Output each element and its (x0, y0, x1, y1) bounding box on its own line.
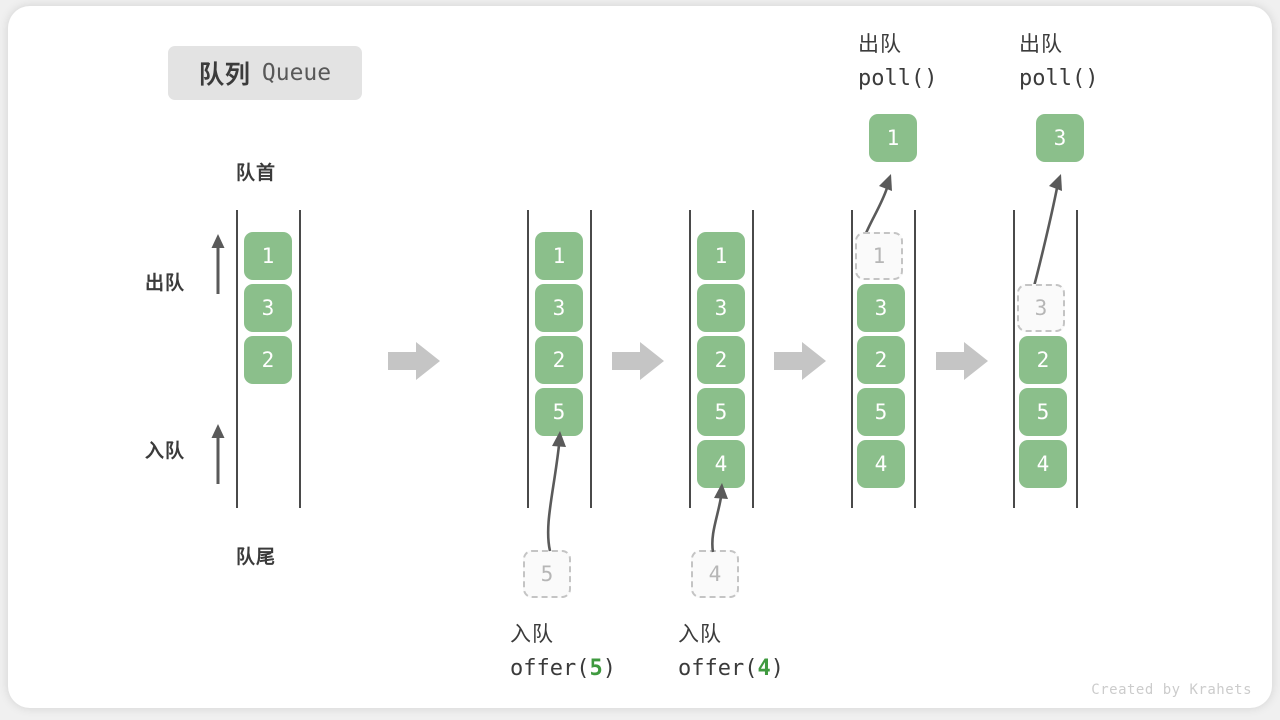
queue-cell: 1 (697, 232, 745, 280)
queue-cell: 4 (857, 440, 905, 488)
queue-cell: 1 (244, 232, 292, 280)
operation-label-cn: 入队 (678, 623, 722, 646)
dequeue-direction-arrow-icon (211, 234, 225, 294)
queue-cell: 3 (857, 284, 905, 332)
queue-cell: 5 (857, 388, 905, 436)
incoming-element-ghost: 4 (691, 550, 739, 598)
operation-label-poll-1: 出队 poll() (858, 28, 937, 96)
code-prefix: offer( (678, 656, 758, 681)
code-suffix: ) (770, 656, 784, 681)
queue-cell-new: 4 (697, 440, 745, 488)
rail-left (1013, 210, 1015, 508)
operation-label-offer-4: 入队 offer(4) (678, 618, 784, 686)
code-suffix: ) (1085, 66, 1099, 91)
rail-right (299, 210, 301, 508)
dequeue-direction-label: 出队 (145, 273, 186, 294)
queue-cell: 2 (244, 336, 292, 384)
diagram-title-chip: 队列 Queue (168, 46, 362, 100)
rail-left (851, 210, 853, 508)
operation-label-cn: 出队 (858, 33, 902, 56)
credit-text: Created by Krahets (1091, 682, 1252, 698)
title-english: Queue (261, 60, 332, 86)
dequeue-motion-arrow-icon (1030, 174, 1062, 295)
queue-tail-label: 队尾 (236, 547, 277, 568)
rail-right (590, 210, 592, 508)
code-prefix: poll( (1019, 66, 1086, 91)
transition-arrow-icon (612, 342, 664, 380)
transition-arrow-icon (774, 342, 826, 380)
rail-right (914, 210, 916, 508)
queue-head-label: 队首 (236, 163, 277, 184)
operation-label-cn: 出队 (1019, 33, 1063, 56)
rail-left (236, 210, 238, 508)
operation-label-code: offer(4) (678, 652, 784, 686)
queue-cell-removed: 3 (1017, 284, 1065, 332)
queue-cell: 5 (1019, 388, 1067, 436)
code-suffix: ) (924, 66, 938, 91)
title-chinese: 队列 (198, 61, 251, 89)
operation-label-offer-5: 入队 offer(5) (510, 618, 616, 686)
queue-cell: 2 (857, 336, 905, 384)
queue-cell-new: 5 (535, 388, 583, 436)
code-arg: 5 (589, 656, 603, 681)
operation-label-code: offer(5) (510, 652, 616, 686)
operation-label-poll-3: 出队 poll() (1019, 28, 1098, 96)
enqueue-motion-arrow-icon (711, 483, 728, 553)
enqueue-direction-label: 入队 (145, 441, 186, 462)
transition-arrow-icon (388, 342, 440, 380)
rail-right (1076, 210, 1078, 508)
queue-cell: 4 (1019, 440, 1067, 488)
rail-left (527, 210, 529, 508)
incoming-element-ghost: 5 (523, 550, 571, 598)
popped-element: 1 (869, 114, 917, 162)
rail-right (752, 210, 754, 508)
queue-cell: 2 (697, 336, 745, 384)
queue-cell: 3 (697, 284, 745, 332)
popped-element: 3 (1036, 114, 1084, 162)
code-prefix: poll( (858, 66, 925, 91)
queue-cell: 1 (535, 232, 583, 280)
rail-left (689, 210, 691, 508)
operation-label-code: poll() (858, 62, 937, 96)
queue-cell-removed: 1 (855, 232, 903, 280)
queue-cell: 2 (1019, 336, 1067, 384)
queue-cell: 2 (535, 336, 583, 384)
transition-arrow-icon (936, 342, 988, 380)
enqueue-motion-arrow-icon (546, 431, 566, 552)
operation-label-cn: 入队 (510, 623, 554, 646)
code-prefix: offer( (510, 656, 590, 681)
code-arg: 4 (757, 656, 771, 681)
queue-cell: 5 (697, 388, 745, 436)
enqueue-direction-arrow-icon (211, 424, 225, 484)
operation-label-code: poll() (1019, 62, 1098, 96)
queue-cell: 3 (244, 284, 292, 332)
queue-cell: 3 (535, 284, 583, 332)
code-suffix: ) (602, 656, 616, 681)
